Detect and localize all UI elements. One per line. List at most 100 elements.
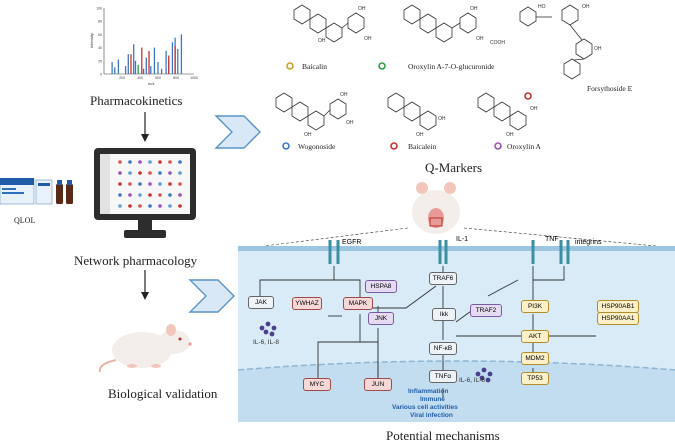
spectrum-xlabel: m/z (148, 81, 154, 86)
spectrum-ytick: 20 (98, 59, 102, 63)
network-node-dot (118, 171, 122, 175)
qlol-product-image (0, 178, 73, 205)
network-node-dot (118, 160, 122, 164)
spectrum-ytick: 40 (98, 46, 102, 50)
biological-validation-label: Biological validation (108, 386, 218, 401)
spectrum-xtick: 800 (173, 76, 179, 80)
il1-label: IL-1 (456, 236, 469, 243)
traf2-node: TRAF2 (470, 304, 502, 317)
network-node-dot (148, 171, 152, 175)
cytokine-dot (487, 371, 493, 377)
baicalein-label: Baicalein (408, 142, 437, 151)
outcome-viral-infection: Viral infection (410, 412, 453, 419)
pharmacokinetics-label: Pharmacokinetics (90, 93, 183, 108)
svg-text:OH: OH (470, 6, 478, 12)
potential-mechanisms-title: Potential mechanisms (386, 428, 500, 443)
outcome-inflammation: Inflammation (408, 388, 449, 395)
network-node-dot (178, 160, 182, 164)
oroxylin-a-label: Oroxylin A (507, 142, 541, 151)
svg-text:OH: OH (594, 46, 602, 52)
spectrum-ytick: 80 (98, 20, 102, 24)
spectrum-ytick: 0 (100, 73, 102, 77)
computer-monitor-icon (94, 148, 196, 238)
network-node-dot (158, 171, 162, 175)
network-node-dot (138, 171, 142, 175)
q-markers-title: Q-Markers (425, 160, 483, 175)
cytokine-dot (265, 321, 271, 327)
outcome-cell-activities: Various cell activities (392, 404, 458, 411)
network-node-dot (128, 193, 132, 197)
cytokine-dot (475, 371, 481, 377)
wogonoside-label: Wogonoside (298, 142, 336, 151)
forsythoside-label: Forsythoside E (587, 84, 633, 93)
egfr-label: EGFR (342, 239, 362, 246)
svg-text:OH: OH (530, 106, 538, 112)
pi3k-node: PI3K (521, 300, 549, 313)
cytokine-dot (485, 377, 491, 383)
svg-text:COOH: COOH (490, 40, 505, 46)
network-node-dot (128, 204, 132, 208)
network-node-dot (118, 182, 122, 186)
svg-text:OH: OH (416, 132, 424, 138)
jun-node: JUN (364, 378, 392, 391)
network-node-dot (148, 160, 152, 164)
baicalin-label: Baicalin (302, 62, 327, 71)
tnf-label: TNF (545, 236, 559, 243)
network-node-dot (128, 160, 132, 164)
cytokine-dot (263, 329, 269, 335)
chevron-right-icon (214, 115, 261, 149)
network-node-dot (128, 182, 132, 186)
network-node-dot (138, 182, 142, 186)
down-arrow-icon (141, 270, 149, 300)
jnk-node: JNK (368, 312, 394, 325)
svg-text:OH: OH (358, 6, 366, 12)
network-node-dot (168, 160, 172, 164)
jak-node: JAK (248, 296, 274, 309)
down-arrow-icon (141, 112, 149, 142)
svg-text:OH: OH (476, 36, 484, 42)
nfkb-node: NF-κB (429, 342, 457, 355)
network-node-dot (178, 193, 182, 197)
network-node-dot (178, 171, 182, 175)
traf6-node: TRAF6 (429, 272, 457, 285)
network-node-dot (148, 204, 152, 208)
mdm2-node: MDM2 (521, 352, 549, 365)
tp53-node: TP53 (521, 372, 549, 385)
mapk-node: MAPK (343, 297, 373, 310)
oroxylin-glucuronide-label: Oroxylin A-7-O-glucuronide (408, 62, 495, 71)
network-node-dot (168, 171, 172, 175)
spectrum-xtick: 600 (155, 76, 161, 80)
ikk-node: Ikk (432, 308, 456, 321)
network-node-dot (168, 193, 172, 197)
network-node-dot (158, 160, 162, 164)
ywhaz-node: YWHAZ (292, 297, 322, 310)
network-node-dot (118, 204, 122, 208)
svg-text:OH: OH (340, 92, 348, 98)
il6-il8-left-label: IL-6, IL-8 (253, 339, 280, 346)
network-node-dot (178, 182, 182, 186)
svg-text:OH: OH (346, 120, 354, 126)
svg-text:OH: OH (506, 132, 514, 138)
svg-text:OH: OH (582, 4, 590, 10)
cytokine-dot (259, 325, 265, 331)
spectrum-ylabel: Intensity (89, 33, 94, 48)
network-node-dot (158, 182, 162, 186)
network-node-dot (118, 193, 122, 197)
cytokine-dot (271, 325, 277, 331)
il6-il8-right-label: IL-6, IL-8 (459, 377, 486, 384)
svg-text:OH: OH (304, 132, 312, 138)
spectrum-ytick: 100 (96, 7, 102, 11)
svg-text:OH: OH (438, 116, 446, 122)
network-node-dot (128, 171, 132, 175)
network-node-dot (168, 182, 172, 186)
svg-text:OH: OH (364, 36, 372, 42)
qlol-label: QLOL (14, 216, 36, 225)
myc-node: MYC (303, 378, 331, 391)
cytokine-dot (269, 331, 275, 337)
network-node-dot (168, 204, 172, 208)
cytokine-dot (481, 367, 487, 373)
network-node-dot (148, 193, 152, 197)
svg-text:OH: OH (318, 38, 326, 44)
